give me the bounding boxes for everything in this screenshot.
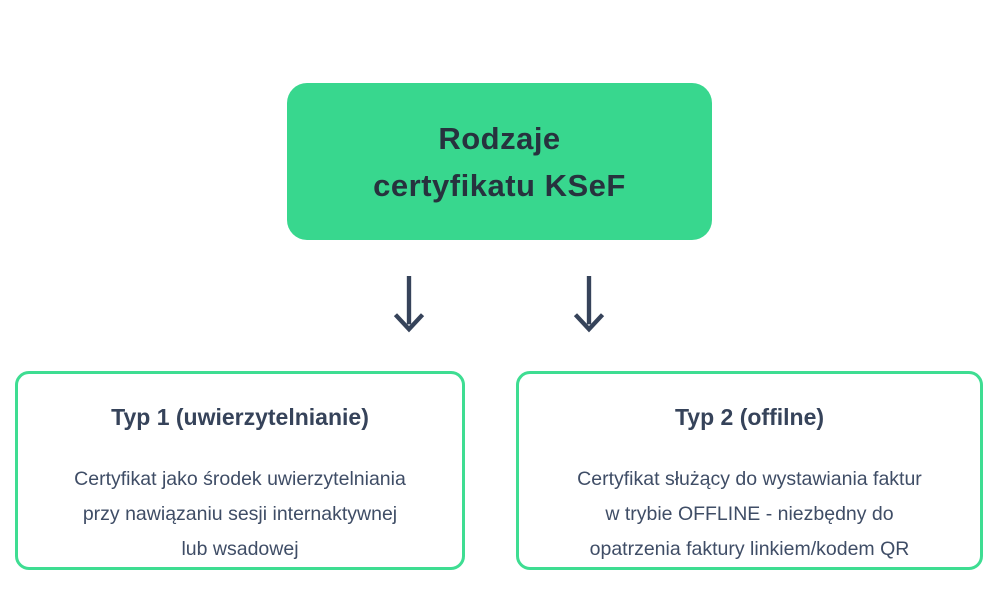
card-typ-2-description: Certyfikat służący do wystawiania faktur… [577,468,922,560]
arrow-down-icon [573,275,605,333]
card-typ-1-heading: Typ 1 (uwierzytelnianie) [111,404,369,430]
arrow-down-icon [393,275,425,333]
card-typ-1-description: Certyfikat jako środek uwierzytelniania … [74,468,406,560]
card-typ-1: Typ 1 (uwierzytelnianie) Certyfikat jako… [15,371,465,570]
diagram-title: Rodzaje certyfikatu KSeF [373,120,626,203]
root-node: Rodzaje certyfikatu KSeF [287,83,712,240]
card-typ-2-heading: Typ 2 (offilne) [674,404,825,430]
card-typ-2: Typ 2 (offilne) Certyfikat służący do wy… [516,371,983,570]
